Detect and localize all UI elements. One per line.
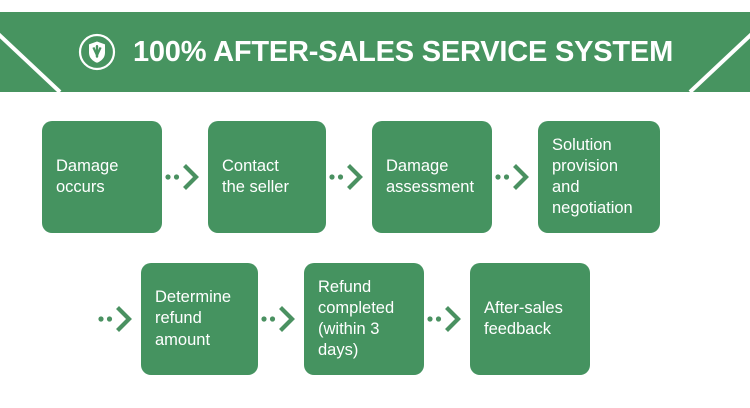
flow-arrow (162, 161, 208, 193)
flow-row-1: Damage occurs Contact the seller Damage … (42, 120, 660, 234)
flow-node-label: Determine refund amount (155, 288, 232, 349)
page-title: 100% AFTER-SALES SERVICE SYSTEM (132, 35, 674, 68)
flow-node-determine-refund[interactable]: Determine refund amount (141, 263, 258, 375)
flow-row-2: Determine refund amount Refund completed… (95, 262, 590, 376)
dotted-chevron-arrow-icon (329, 164, 363, 190)
flow-node-after-sales-feedback[interactable]: After-sales feedback (470, 263, 590, 375)
dotted-chevron-arrow-icon (427, 306, 461, 332)
dotted-chevron-arrow-icon (98, 306, 132, 332)
banner-diagonal-decoration-icon (0, 32, 750, 92)
flow-node-label: Damage assessment (386, 156, 475, 196)
flow-node-contact-seller[interactable]: Contact the seller (208, 121, 326, 233)
shield-check-icon (78, 33, 116, 71)
flow-node-label: Contact the seller (222, 156, 289, 196)
flow-arrow (424, 303, 470, 335)
flow-node-label: Solution provision and negotiation (552, 135, 633, 218)
flow-node-label: Refund completed (within 3 days) (318, 277, 395, 360)
flow-node-damage-assessment[interactable]: Damage assessment (372, 121, 492, 233)
dotted-chevron-arrow-icon (261, 306, 295, 332)
dotted-chevron-arrow-icon (165, 164, 199, 190)
flow-node-label: After-sales feedback (484, 298, 563, 338)
banner-content: 100% AFTER-SALES SERVICE SYSTEM (0, 12, 750, 92)
flow-arrow (326, 161, 372, 193)
flow-node-label: Damage occurs (56, 156, 119, 196)
header-banner: 100% AFTER-SALES SERVICE SYSTEM (0, 12, 750, 92)
flow-node-solution-provision[interactable]: Solution provision and negotiation (538, 121, 660, 233)
dotted-chevron-arrow-icon (495, 164, 529, 190)
flow-arrow (258, 303, 304, 335)
flow-arrow-row-start (95, 303, 141, 335)
flow-arrow (492, 161, 538, 193)
flow-node-refund-completed[interactable]: Refund completed (within 3 days) (304, 263, 424, 375)
flow-node-damage-occurs[interactable]: Damage occurs (42, 121, 162, 233)
